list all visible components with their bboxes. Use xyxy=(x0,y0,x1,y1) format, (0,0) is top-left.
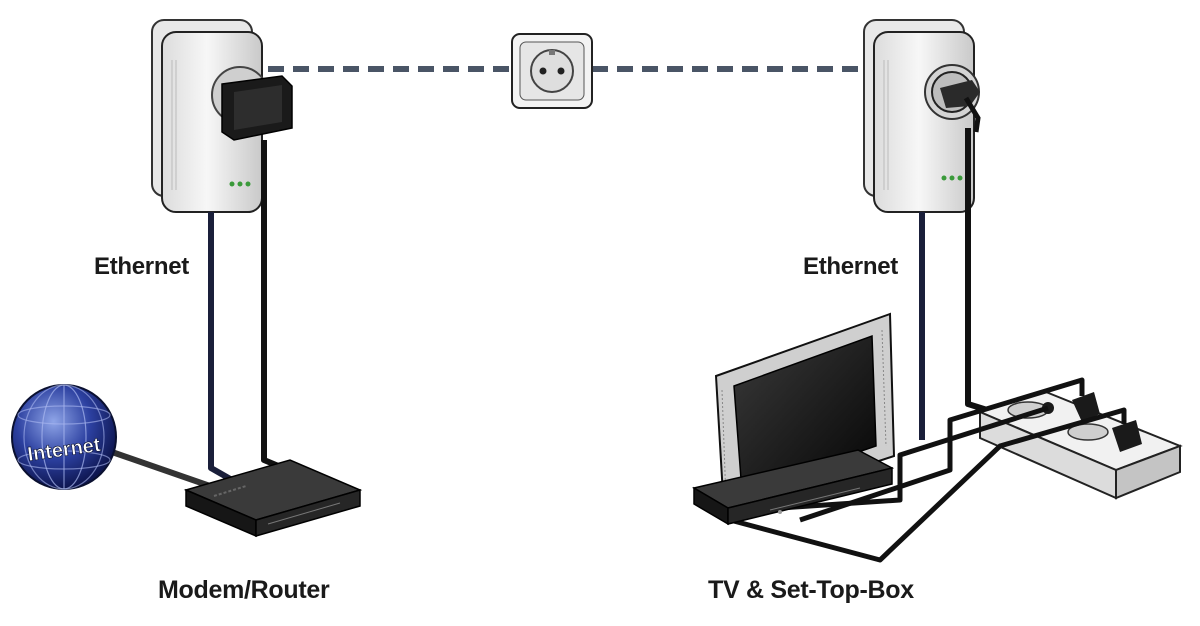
globe-icon: Internet xyxy=(11,384,211,490)
modem-router-label: Modem/Router xyxy=(158,576,330,604)
ethernet-label-right: Ethernet xyxy=(803,253,898,280)
modem-router-icon xyxy=(183,459,363,538)
tv-settop-label: TV & Set-Top-Box xyxy=(708,576,914,604)
wall-socket-icon xyxy=(511,33,593,109)
powerline-adapter-with-passthrough-icon xyxy=(863,19,981,213)
powerline-adapter-icon xyxy=(151,19,293,213)
set-top-box-icon xyxy=(691,449,895,526)
ethernet-label-left: Ethernet xyxy=(94,253,189,280)
